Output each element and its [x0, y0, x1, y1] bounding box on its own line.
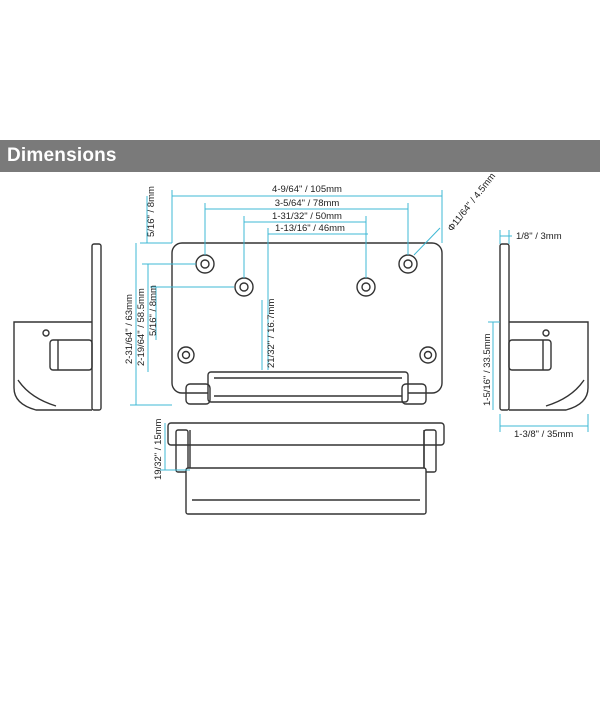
right-side-view [499, 243, 589, 411]
top-edge-offset-label: 5/16" / 8mm [146, 186, 157, 237]
center-height-label: 21/32" / 16.7mm [266, 299, 277, 368]
side-height-label: 1-5/16" / 33.5mm [482, 333, 493, 406]
hole-vertical-spacing-label: 2-19/64" / 58.5mm [136, 288, 147, 366]
page-title: Dimensions [7, 145, 117, 166]
front-plate [171, 242, 443, 405]
plate-height-label: 2-31/64" / 63mm [124, 294, 135, 364]
plate-thickness-label: 1/8" / 3mm [516, 231, 562, 242]
lower-hole-offset-label: 5/16" / 8mm [148, 285, 159, 336]
slot-width-label: 1-13/16" / 46mm [275, 223, 345, 234]
outer-hole-spacing-label: 3-5/64" / 78mm [275, 198, 340, 209]
hole-diameter-label: Φ11/64" / 4.5mm [446, 171, 498, 234]
dimension-lines [130, 190, 589, 471]
bottom-view [167, 422, 445, 515]
left-side-view [13, 243, 102, 411]
header-bar: Dimensions [0, 140, 600, 172]
front-depth-label: 19/32" / 15mm [153, 418, 164, 480]
inner-hole-spacing-label: 1-31/32" / 50mm [272, 211, 342, 222]
part-outlines [13, 242, 589, 515]
overall-width-label: 4-9/64" / 105mm [272, 184, 342, 195]
side-depth-label: 1-3/8" / 35mm [514, 429, 573, 440]
